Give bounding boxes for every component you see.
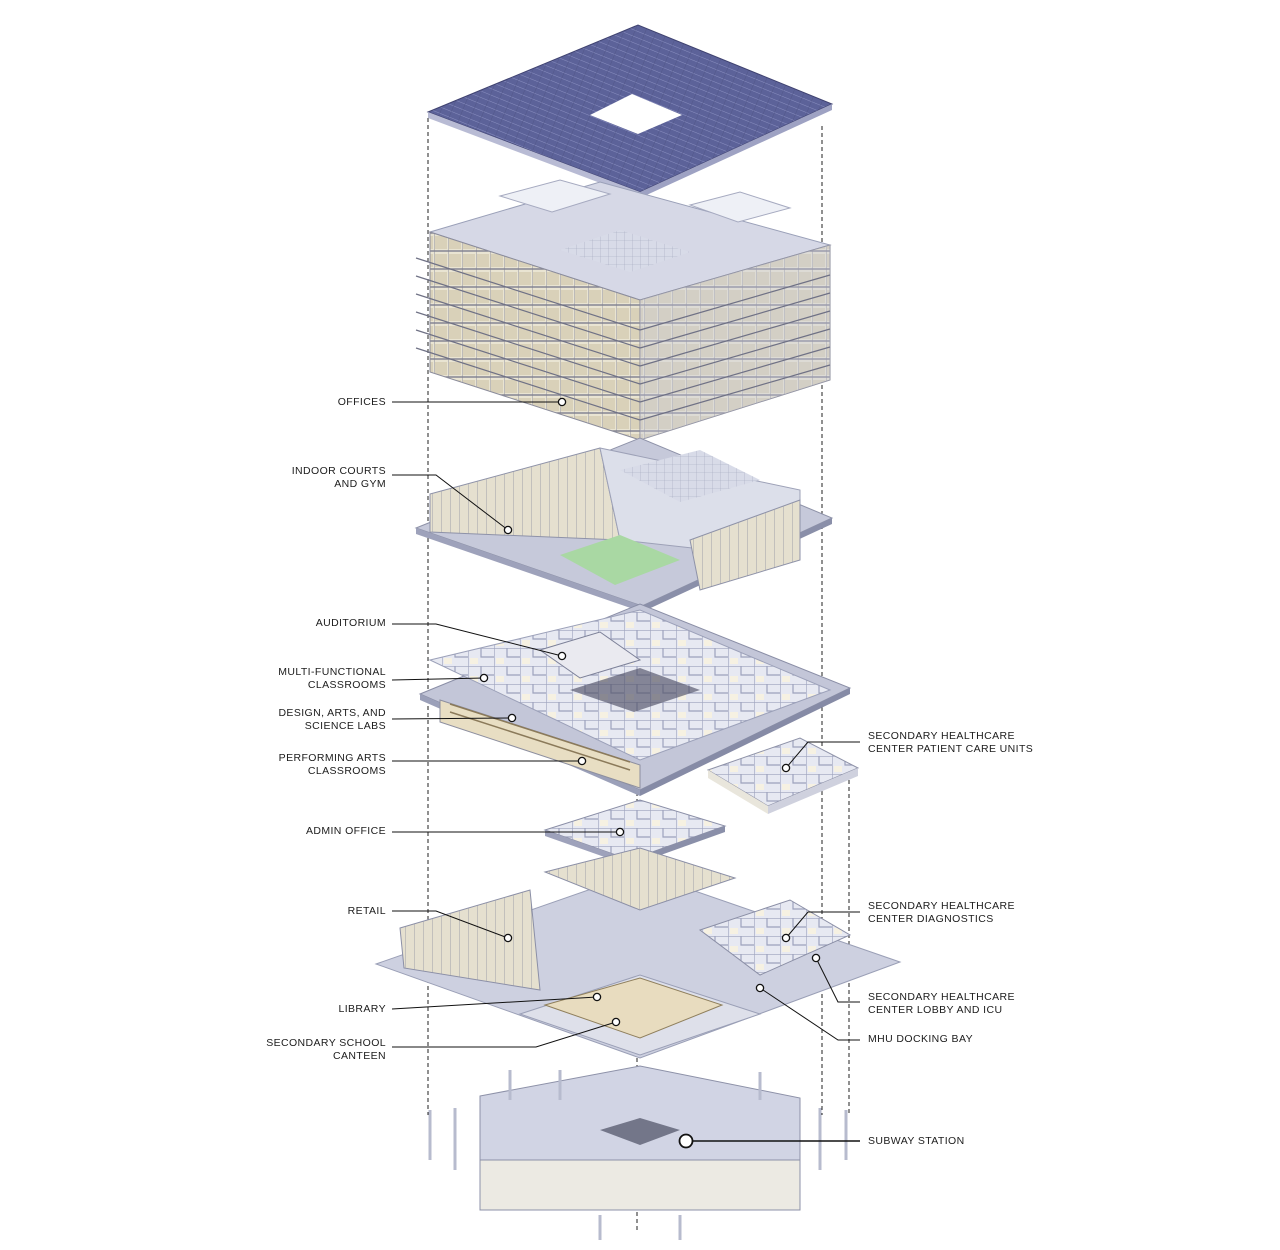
label-patient-care: SECONDARY HEALTHCARE CENTER PATIENT CARE… [868, 730, 1034, 755]
office-atrium [560, 230, 690, 272]
leader-lobby-icu [815, 957, 860, 1003]
leader-lines [391, 401, 860, 1142]
dot-admin-office [615, 827, 625, 837]
dot-diagnostics [781, 933, 791, 943]
label-lobby-icu: SECONDARY HEALTHCARE CENTER LOBBY AND IC… [868, 991, 1015, 1016]
label-canteen: SECONDARY SCHOOL CANTEEN [266, 1037, 386, 1062]
label-retail: RETAIL [347, 905, 386, 917]
dot-indoor-courts [503, 525, 513, 535]
dot-offices [557, 397, 567, 407]
roof-atrium-opening [590, 94, 682, 134]
dot-design-labs [507, 713, 517, 723]
leader-dots [479, 397, 821, 1149]
label-auditorium: AUDITORIUM [315, 617, 386, 629]
patient-care-block [706, 737, 860, 814]
dot-library [592, 992, 602, 1002]
label-design-labs: DESIGN, ARTS, AND SCIENCE LABS [278, 707, 386, 732]
leader-diagnostics [785, 911, 860, 939]
dot-performing-arts [577, 756, 587, 766]
leader-canteen [392, 1021, 617, 1048]
subway-station-level [428, 1065, 848, 1240]
indoor-courts-level [414, 437, 834, 612]
green-court-floor [560, 535, 680, 585]
dot-auditorium [557, 651, 567, 661]
subway-platform [600, 1118, 680, 1145]
label-library: LIBRARY [338, 1003, 386, 1015]
label-performing-arts: PERFORMING ARTS CLASSROOMS [278, 752, 386, 777]
leader-retail [392, 910, 509, 939]
leader-mhu [759, 987, 860, 1041]
leader-auditorium [392, 623, 563, 657]
dot-patient-care [781, 763, 791, 773]
leader-multi-functional [391, 677, 485, 681]
label-admin-office: ADMIN OFFICE [305, 825, 386, 837]
dot-canteen [611, 1017, 621, 1027]
leader-library [391, 996, 598, 1010]
label-multi-functional: MULTI-FUNCTIONAL CLASSROOMS [278, 666, 386, 691]
label-offices: OFFICES [337, 396, 386, 408]
dot-mhu [755, 983, 765, 993]
leader-patient-care [785, 741, 860, 769]
retail-level [374, 847, 902, 1059]
leader-design-labs [391, 717, 513, 720]
label-subway: SUBWAY STATION [868, 1135, 965, 1147]
leader-indoor-courts [392, 474, 509, 531]
auditorium-stage [570, 668, 700, 712]
dot-subway [678, 1133, 694, 1149]
library-shelves [543, 977, 724, 1039]
offices-level [415, 179, 832, 441]
label-diagnostics: SECONDARY HEALTHCARE CENTER DIAGNOSTICS [868, 900, 1015, 925]
dot-multi-functional [479, 673, 489, 683]
label-indoor-courts: INDOOR COURTS AND GYM [291, 465, 386, 490]
dot-lobby-icu [811, 953, 821, 963]
dot-retail [503, 933, 513, 943]
solar-roof-level [426, 24, 834, 198]
label-mhu-docking: MHU DOCKING BAY [868, 1033, 973, 1045]
